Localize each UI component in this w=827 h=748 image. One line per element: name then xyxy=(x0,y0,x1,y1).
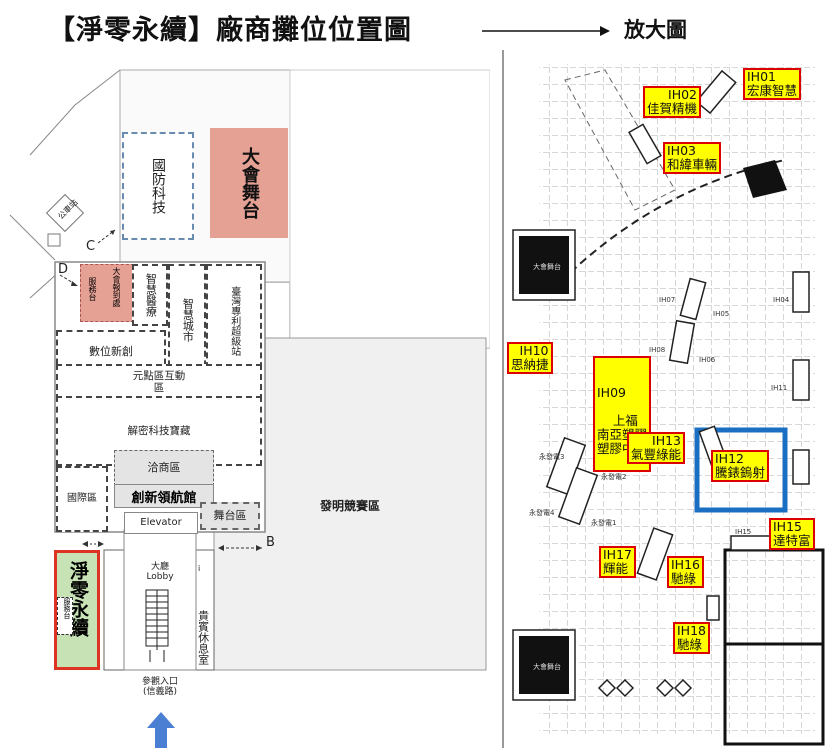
door-c-label: C xyxy=(86,239,96,254)
booth-ih18: IH18 馳綠 xyxy=(673,622,710,654)
booth-ih12: IH12 騰錶鎢射 xyxy=(711,450,770,482)
check-in-area: 大會報到處 服務台 xyxy=(80,264,134,322)
small-label-ih15: IH15 xyxy=(735,528,752,536)
lounge-mark: i xyxy=(198,564,201,573)
net-zero-inner-label: 服務台 xyxy=(57,597,73,635)
zoom-map: IH01 宏康智慧 IH02 佳賀精機 IH03 和緯車輛 IH09 上福 南亞… xyxy=(495,50,827,748)
entrance-arrow-icon xyxy=(147,712,175,748)
small-label-fa3: 永發電3 xyxy=(539,453,565,461)
defense-tech-area: 國防科技 xyxy=(122,132,194,240)
elevator: Elevator xyxy=(124,512,198,534)
zoom-label: 放大圖 xyxy=(624,18,687,42)
small-stage-area: 舞台區 xyxy=(200,502,260,530)
main-stage: 大會舞台 xyxy=(210,128,288,238)
booth-ih10: IH10 思納捷 xyxy=(507,342,553,374)
entrance-label: 參觀入口 (信義路) xyxy=(132,677,188,698)
meta-interactive-area: 元點區互動區 xyxy=(56,364,262,400)
arrow-right-icon xyxy=(482,26,610,36)
patent-station-area: 臺灣專利超級站 xyxy=(206,264,262,378)
small-label-ih11: IH11 xyxy=(771,384,788,392)
small-label-fa1: 永發電1 xyxy=(591,519,617,527)
invention-competition-area: 發明競賽區 xyxy=(320,499,381,513)
smart-medical-area: 智慧醫療 xyxy=(132,264,168,326)
small-label-ih05: IH05 xyxy=(713,310,730,318)
smart-city-area: 智慧城市 xyxy=(168,264,206,376)
lobby-title: 大廳 xyxy=(150,562,169,572)
international-area: 國際區 xyxy=(56,466,108,532)
small-label-fa4: 永發電4 xyxy=(529,509,555,517)
small-label-ih06: IH06 xyxy=(699,356,716,364)
booth-ih13: IH13 氣豐綠能 xyxy=(627,432,686,464)
innovation-hall: 創新領航館 xyxy=(114,484,214,508)
small-label-stage-2: 大會舞台 xyxy=(533,663,561,671)
small-label-stage-1: 大會舞台 xyxy=(533,263,561,271)
net-zero-area: 淨零永續 服務台 xyxy=(54,550,100,670)
booth-ih02: IH02 佳賀精機 xyxy=(643,86,702,118)
vip-lounge: 貴賓休息室 xyxy=(196,610,210,665)
page-title: 【淨零永續】廠商攤位位置圖 xyxy=(48,15,412,46)
door-b-label: B xyxy=(266,535,275,550)
small-label-ih07: IH07 xyxy=(659,296,676,304)
booth-ih17: IH17 輝能 xyxy=(599,546,636,578)
door-d-label: D xyxy=(58,262,69,277)
lobby-label: 大廳 Lobby xyxy=(138,562,182,583)
small-label-ih04: IH04 xyxy=(773,296,790,304)
booth-ih16: IH16 馳綠 xyxy=(667,556,704,588)
booth-ih03: IH03 和緯車輛 xyxy=(663,142,722,174)
entrance-sub: (信義路) xyxy=(142,687,178,698)
entrance-title: 參觀入口 xyxy=(141,677,178,687)
booth-ih15: IH15 達特富 xyxy=(769,518,815,550)
small-label-ih08: IH08 xyxy=(649,346,666,354)
check-in-label: 大會報到處 xyxy=(112,267,121,307)
zoom-map-grid xyxy=(502,50,825,748)
small-label-fa2: 永發電2 xyxy=(601,473,627,481)
info-desk-label: 服務台 xyxy=(88,277,97,301)
booth-ih01: IH01 宏康智慧 xyxy=(743,68,802,100)
floor-plan: 國防科技 大會舞台 公車站 C D 大會報到處 服務台 智慧醫療 智慧城市 臺灣… xyxy=(0,50,490,748)
lobby-en: Lobby xyxy=(146,572,174,583)
negotiation-area: 洽商區 xyxy=(114,450,214,486)
